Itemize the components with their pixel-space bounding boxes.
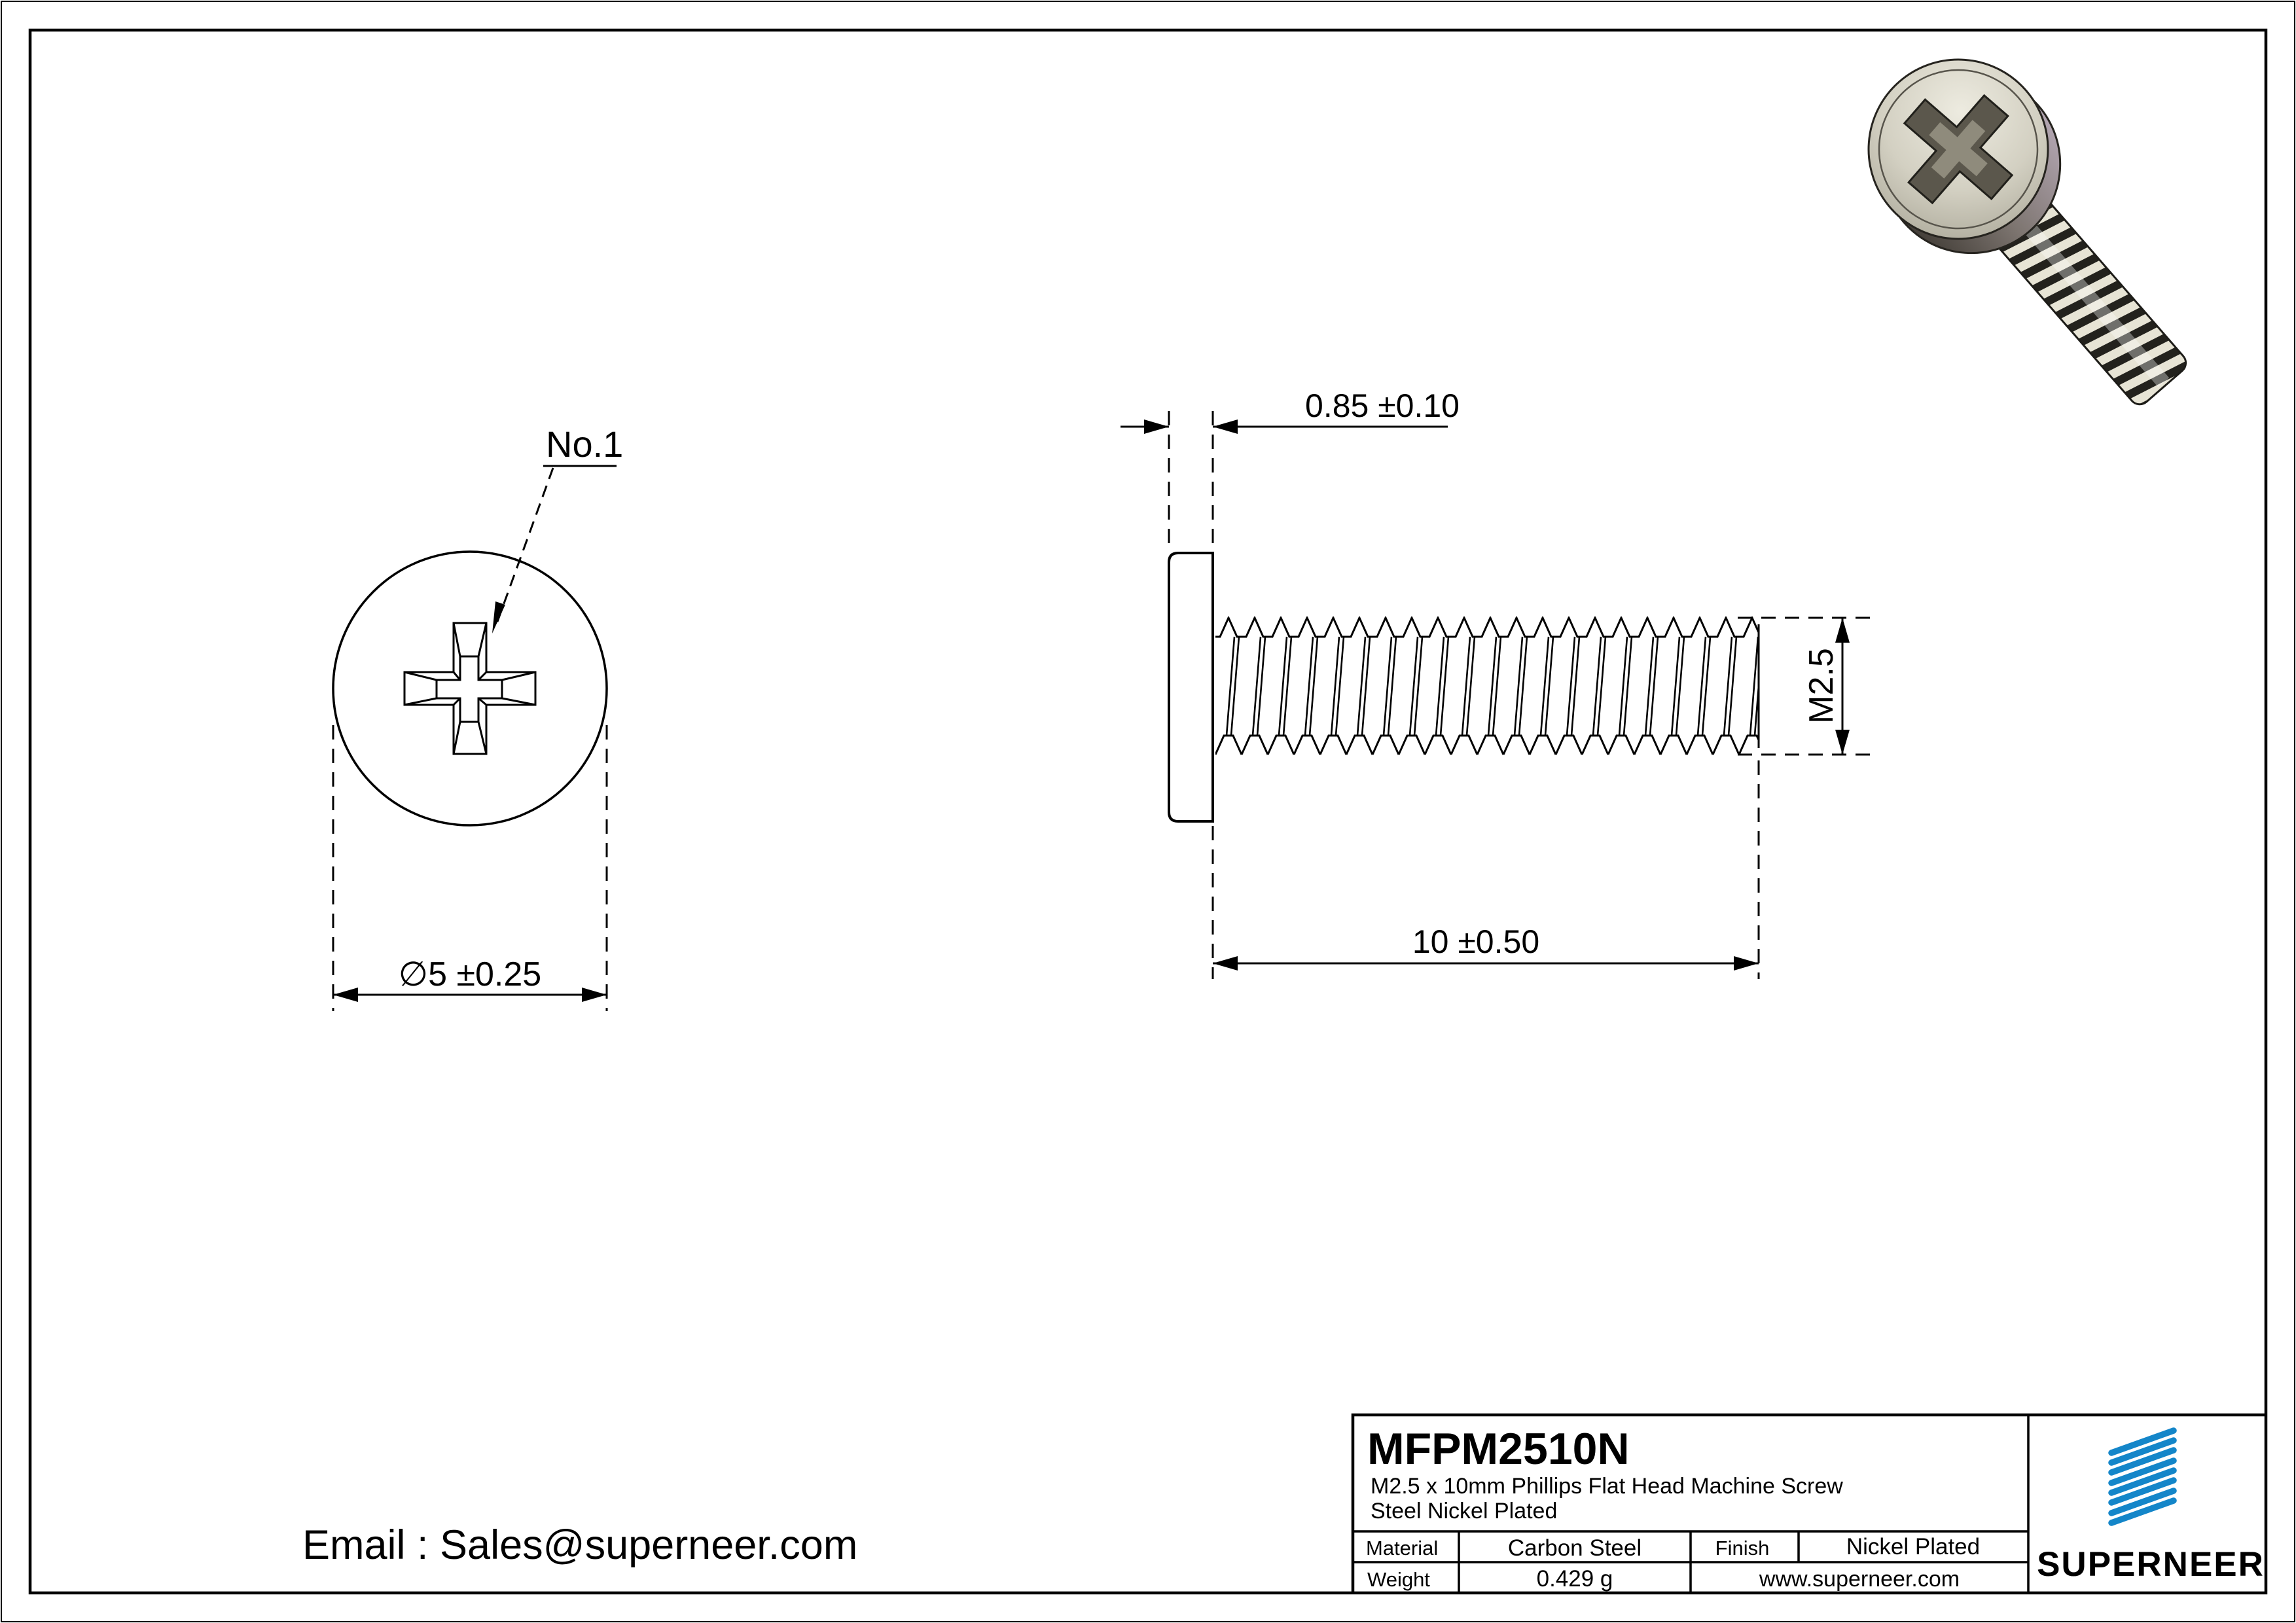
- finish-value: Nickel Plated: [1846, 1534, 1980, 1560]
- dim-thread-size: M2.5: [1738, 616, 1873, 756]
- render-shaft-highlight: [1995, 190, 2170, 387]
- side-view: 0.85 ±0.10 10 ±0.50 M2.5: [1121, 387, 1873, 979]
- title-block: MFPM2510N M2.5 x 10mm Phillips Flat Head…: [1351, 1413, 2267, 1593]
- contact-email-text: Email : Sales@superneer.com: [302, 1522, 857, 1568]
- threaded-shaft: [1215, 616, 1759, 756]
- finish-label: Finish: [1715, 1537, 1770, 1560]
- recess-size-label: No.1: [546, 423, 623, 465]
- part-number: MFPM2510N: [1367, 1424, 1630, 1474]
- dim-head-diameter: ∅5 ±0.25: [332, 725, 608, 1011]
- description-line2: Steel Nickel Plated: [1371, 1499, 1557, 1524]
- render-phillips-cross: [1903, 94, 2014, 205]
- website-link[interactable]: www.superneer.com: [1759, 1567, 1960, 1592]
- screw-head-profile: [1168, 552, 1214, 823]
- title-block-border: [1351, 1413, 2267, 1593]
- description-line1: M2.5 x 10mm Phillips Flat Head Machine S…: [1371, 1474, 1843, 1499]
- dim-head-thickness: 0.85 ±0.10: [1121, 387, 1460, 550]
- recess-callout: No.1: [492, 423, 623, 633]
- material-value: Carbon Steel: [1508, 1535, 1641, 1561]
- brand-logo: SUPERNEER: [2037, 1427, 2265, 1584]
- weight-value: 0.429 g: [1537, 1566, 1613, 1592]
- render-head-rim: [1878, 69, 2039, 230]
- material-label: Material: [1366, 1537, 1438, 1560]
- phillips-recess: [403, 622, 537, 755]
- brand-wordmark: SUPERNEER: [2037, 1545, 2265, 1584]
- brand-stripes-icon: [2108, 1427, 2177, 1526]
- thread-size-value: M2.5: [1803, 648, 1840, 724]
- head-outline-circle: [332, 550, 608, 827]
- leader-arrowhead: [492, 601, 505, 633]
- frame-border: [28, 28, 2268, 1595]
- dim-length: 10 ±0.50: [1211, 760, 1760, 979]
- length-value: 10 ±0.50: [1412, 923, 1539, 960]
- weight-label: Weight: [1367, 1568, 1430, 1591]
- render-3d-screw: [1867, 58, 2187, 406]
- head-thickness-value: 0.85 ±0.10: [1305, 387, 1460, 424]
- front-view: No.1 ∅5 ±0.25: [332, 423, 623, 1011]
- leader-line: [494, 467, 554, 628]
- head-diameter-value: ∅5 ±0.25: [399, 955, 541, 993]
